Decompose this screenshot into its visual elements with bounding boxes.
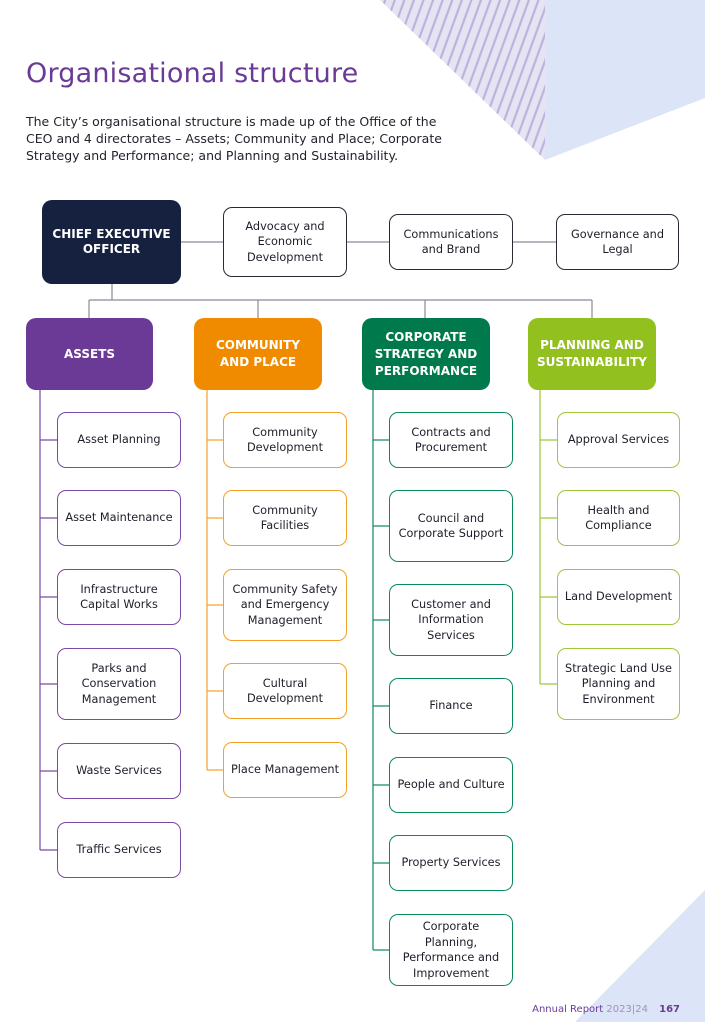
page-title: Organisational structure bbox=[26, 58, 359, 89]
office-governance-box: Governance and Legal bbox=[556, 214, 679, 270]
directorate-community-place: COMMUNITY AND PLACE bbox=[194, 318, 322, 390]
page-footer: Annual Report 2023|24 167 bbox=[532, 1004, 680, 1015]
unit-property-services: Property Services bbox=[389, 835, 513, 891]
footer-report-label: Annual Report bbox=[532, 1004, 604, 1015]
directorate-assets: ASSETS bbox=[26, 318, 153, 390]
unit-land-development: Land Development bbox=[557, 569, 680, 625]
intro-paragraph: The City’s organisational structure is m… bbox=[26, 114, 442, 163]
unit-infrastructure-capital-works: Infrastructure Capital Works bbox=[57, 569, 181, 625]
unit-health-compliance: Health and Compliance bbox=[557, 490, 680, 546]
unit-place-management: Place Management bbox=[223, 742, 347, 798]
unit-asset-planning: Asset Planning bbox=[57, 412, 181, 468]
unit-people-culture: People and Culture bbox=[389, 757, 513, 813]
unit-asset-maintenance: Asset Maintenance bbox=[57, 490, 181, 546]
unit-traffic-services: Traffic Services bbox=[57, 822, 181, 878]
unit-cultural-development: Cultural Development bbox=[223, 663, 347, 719]
unit-waste-services: Waste Services bbox=[57, 743, 181, 799]
unit-strategic-land-use: Strategic Land Use Planning and Environm… bbox=[557, 648, 680, 720]
unit-finance: Finance bbox=[389, 678, 513, 734]
office-advocacy-box: Advocacy and Economic Development bbox=[223, 207, 347, 277]
unit-council-corporate-support: Council and Corporate Support bbox=[389, 490, 513, 562]
unit-approval-services: Approval Services bbox=[557, 412, 680, 468]
office-communications-box: Communications and Brand bbox=[389, 214, 513, 270]
unit-parks-conservation: Parks and Conservation Management bbox=[57, 648, 181, 720]
unit-community-facilities: Community Facilities bbox=[223, 490, 347, 546]
unit-community-safety: Community Safety and Emergency Managemen… bbox=[223, 569, 347, 641]
directorate-corporate-strategy: CORPORATE STRATEGY AND PERFORMANCE bbox=[362, 318, 490, 390]
directorate-planning-sustainability: PLANNING AND SUSTAINABILITY bbox=[528, 318, 656, 390]
unit-corporate-planning: Corporate Planning, Performance and Impr… bbox=[389, 914, 513, 986]
unit-community-development: Community Development bbox=[223, 412, 347, 468]
footer-year: 2023|24 bbox=[606, 1004, 648, 1015]
unit-contracts-procurement: Contracts and Procurement bbox=[389, 412, 513, 468]
ceo-box: CHIEF EXECUTIVE OFFICER bbox=[42, 200, 181, 284]
unit-customer-information: Customer and Information Services bbox=[389, 584, 513, 656]
page-number: 167 bbox=[659, 1004, 680, 1015]
